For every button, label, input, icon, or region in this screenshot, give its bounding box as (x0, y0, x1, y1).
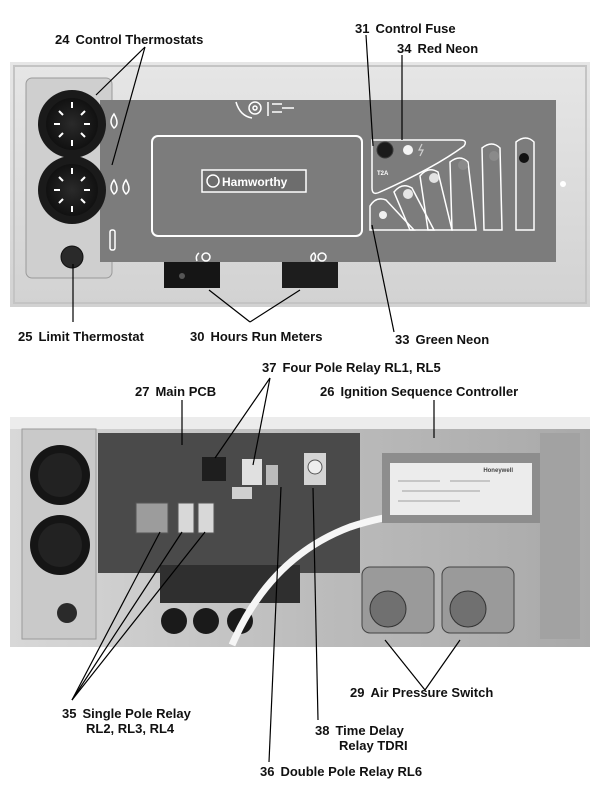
indicator-lamp-5 (489, 151, 499, 161)
callout-text: Green Neon (415, 332, 490, 347)
indicator-fingers (369, 137, 535, 231)
callout-25: 25 Limit Thermostat (18, 329, 144, 344)
callout-text: Limit Thermostat (38, 329, 144, 344)
callout-text: Air Pressure Switch (370, 685, 494, 700)
callout-number: 37 (262, 360, 277, 375)
fan-ignition-icon (235, 101, 294, 119)
callout-text: Main PCB (155, 384, 217, 399)
fuse-indicator-zone (371, 139, 467, 195)
callout-text-line2: RL2, RL3, RL4 (86, 721, 175, 736)
callout-24: 24 Control Thermostats (55, 32, 203, 47)
front-panel-photo: Hamworthy T2A (10, 62, 590, 307)
callout-text: Control Fuse (375, 21, 456, 36)
callout-number: 29 (350, 685, 365, 700)
callout-text: Single Pole Relay (82, 706, 191, 721)
control-thermostat-dial-2[interactable] (38, 156, 106, 224)
callout-38: 38 Time Delay Relay TDRI (315, 723, 408, 753)
limit-thermostat-button[interactable] (60, 245, 84, 269)
fascia (100, 100, 556, 262)
hours-meter-icon-2 (310, 252, 327, 262)
callout-number: 30 (190, 329, 205, 344)
callout-37: 37 Four Pole Relay RL1, RL5 (262, 360, 441, 375)
hours-run-meter-2 (282, 262, 338, 288)
hours-meter-icon-1 (195, 252, 211, 262)
callout-number: 25 (18, 329, 33, 344)
red-neon (403, 145, 413, 155)
lockout-reset-button[interactable] (519, 153, 529, 163)
callout-number: 27 (135, 384, 150, 399)
callout-35: 35 Single Pole Relay RL2, RL3, RL4 (62, 706, 191, 736)
callout-number: 38 (315, 723, 330, 738)
callout-text: Ignition Sequence Controller (340, 384, 519, 399)
callout-34: 34 Red Neon (397, 41, 478, 56)
callout-number: 36 (260, 764, 275, 779)
indicator-lamp-4 (458, 160, 468, 170)
logo-window (151, 135, 363, 237)
internal-view-photo: Honeywell (10, 417, 590, 647)
svg-text:Honeywell: Honeywell (483, 468, 513, 474)
callout-text-line2: Relay TDRI (339, 738, 408, 753)
air-pressure-switch-1 (361, 566, 435, 634)
callout-number: 24 (55, 32, 70, 47)
callout-number: 34 (397, 41, 412, 56)
callout-36: 36 Double Pole Relay RL6 (260, 764, 422, 779)
callout-number: 26 (320, 384, 335, 399)
callout-26: 26 Ignition Sequence Controller (320, 384, 518, 399)
indicator-lamp-3 (429, 173, 439, 183)
pcb-components (202, 457, 278, 499)
flame-pair-icon (110, 178, 130, 195)
callout-31: 31 Control Fuse (355, 21, 456, 36)
green-neon (379, 211, 387, 219)
limit-thermostat-button[interactable] (57, 603, 77, 623)
callout-number: 31 (355, 21, 370, 36)
single-pole-relays (135, 502, 215, 534)
svg-text:Hamworthy: Hamworthy (222, 175, 288, 189)
callout-text: Control Thermostats (75, 32, 204, 47)
hours-run-meter-1 (164, 262, 220, 288)
callout-33: 33 Green Neon (395, 332, 489, 347)
callout-30: 30 Hours Run Meters (190, 329, 322, 344)
callout-text: Red Neon (417, 41, 479, 56)
callout-29: 29 Air Pressure Switch (350, 685, 493, 700)
callout-text: Double Pole Relay RL6 (280, 764, 423, 779)
thermometer-icon (109, 229, 116, 251)
hamworthy-logo: Hamworthy (201, 169, 307, 193)
lightning-icon (418, 143, 424, 157)
air-pressure-switch-2 (441, 566, 515, 634)
callout-number: 33 (395, 332, 410, 347)
svg-text:T2A: T2A (377, 171, 389, 177)
callout-27: 27 Main PCB (135, 384, 216, 399)
panel-screw (560, 181, 566, 187)
side-panel (540, 433, 580, 639)
callout-text: Four Pole Relay RL1, RL5 (282, 360, 441, 375)
control-thermostat-dial-1[interactable] (38, 90, 106, 158)
callout-number: 35 (62, 706, 77, 721)
callout-text: Time Delay (335, 723, 404, 738)
callout-text: Hours Run Meters (210, 329, 323, 344)
indicator-lamp-2 (403, 189, 413, 199)
control-fuse[interactable] (376, 141, 394, 159)
